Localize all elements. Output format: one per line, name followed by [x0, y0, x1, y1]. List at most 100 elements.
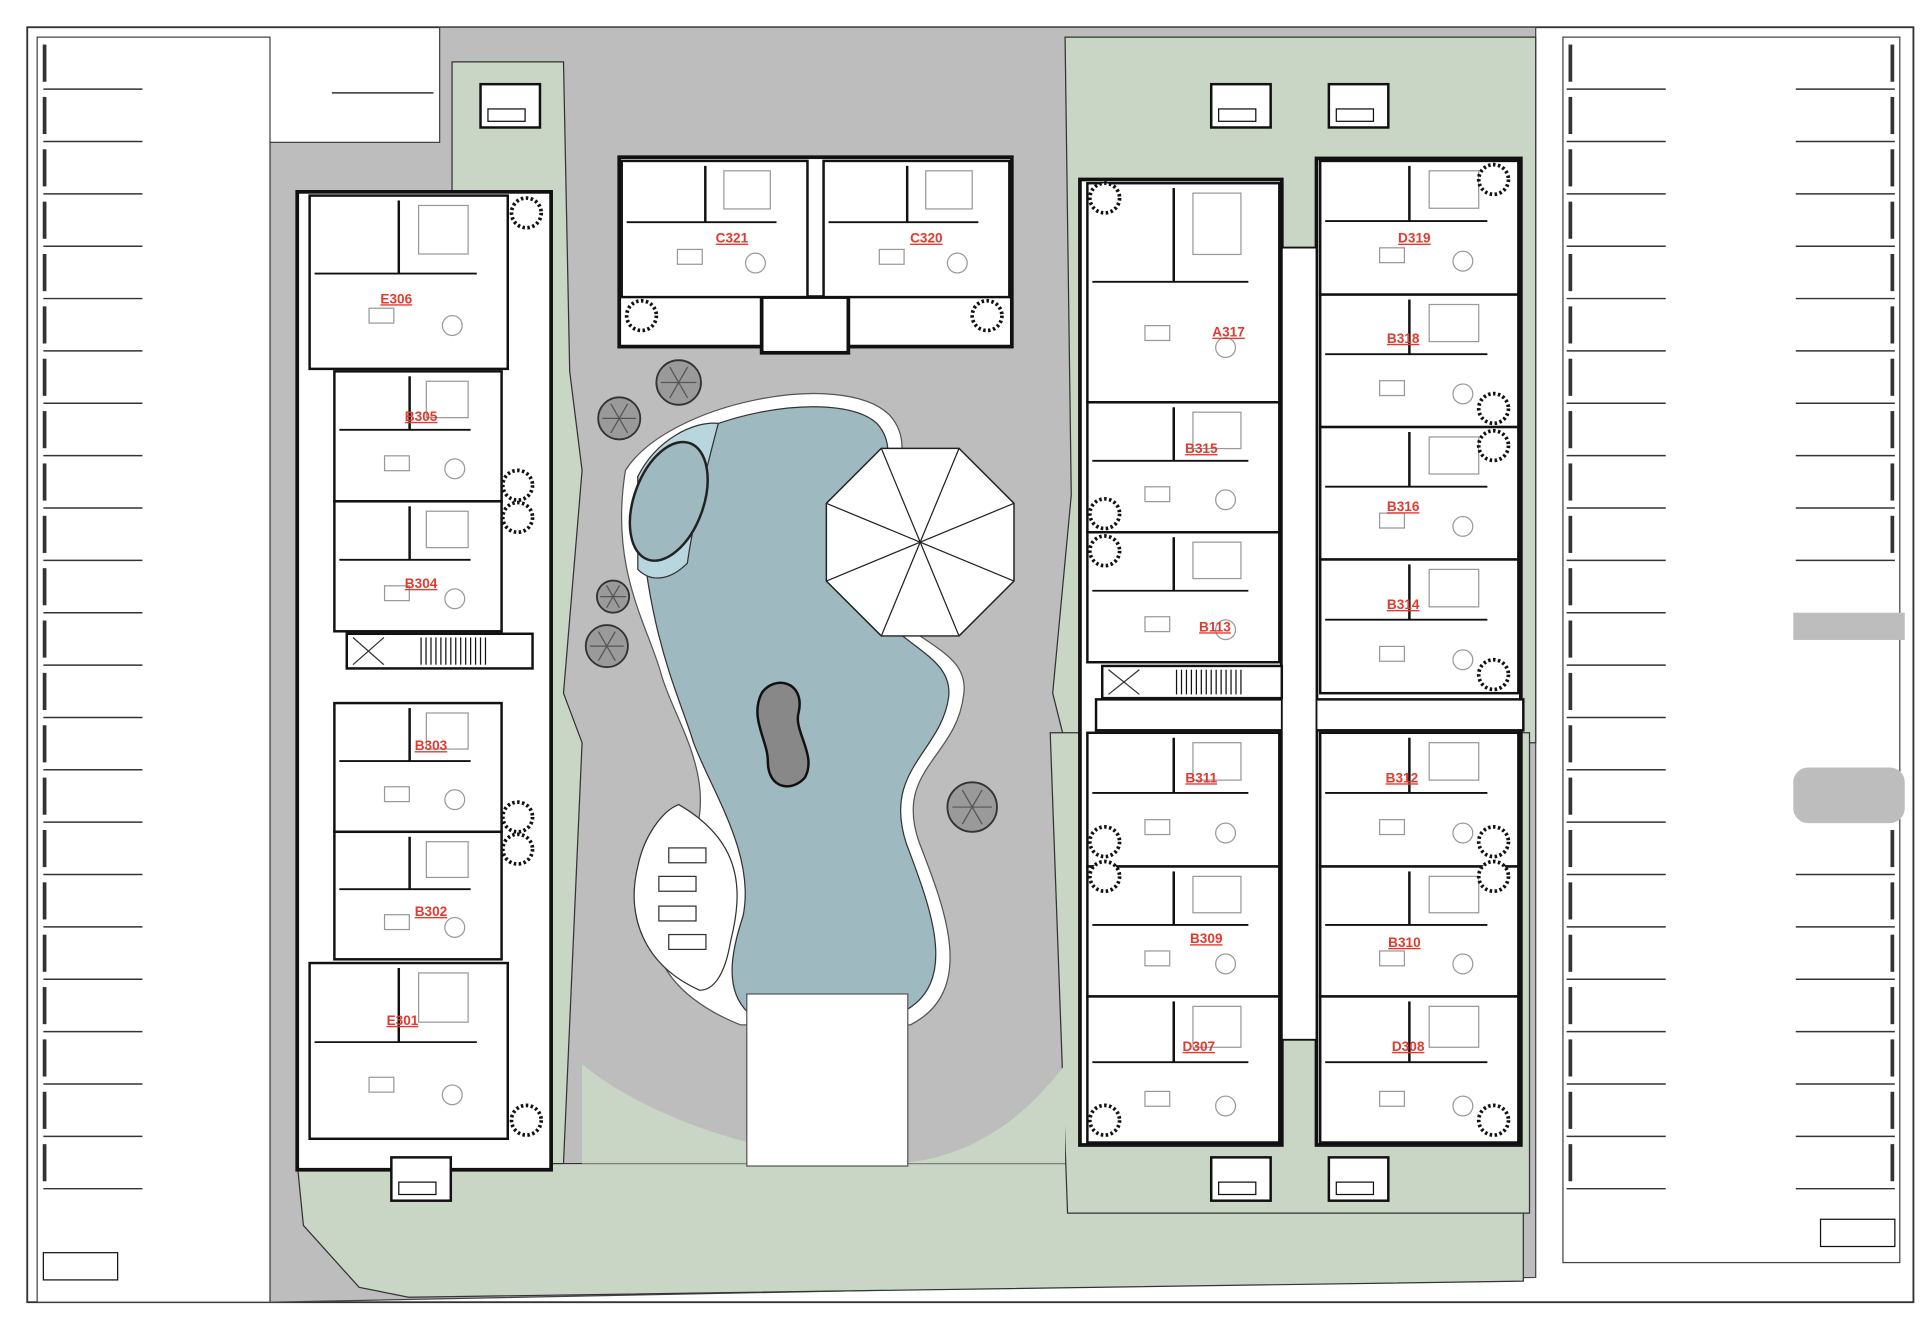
- chair: [1452, 649, 1474, 671]
- unit-label-d319: D319: [1398, 231, 1431, 246]
- north-lift-core: [759, 295, 851, 355]
- unit-label-c321: C321: [716, 231, 749, 246]
- unit-label-b303: B303: [415, 738, 448, 753]
- chair: [1215, 336, 1237, 359]
- parking-left: [36, 36, 271, 1303]
- chair: [441, 315, 463, 337]
- unit-label-b318: B318: [1387, 331, 1420, 346]
- bed: [1428, 875, 1480, 914]
- dining-table: [368, 307, 395, 324]
- dining-table: [1144, 819, 1171, 836]
- dining-table: [878, 248, 905, 265]
- bed: [1428, 170, 1480, 209]
- chair: [1215, 619, 1237, 641]
- bed: [425, 841, 469, 879]
- unit-label-b314: B314: [1387, 597, 1420, 612]
- bin-icon: [398, 1181, 437, 1196]
- unit-label-a317: A317: [1212, 325, 1245, 340]
- planter-icon: [1087, 496, 1122, 531]
- chair: [1452, 953, 1474, 975]
- bed: [723, 170, 771, 210]
- dining-table: [1379, 819, 1406, 836]
- chair: [444, 588, 466, 610]
- dining-table: [383, 585, 410, 602]
- bin-icon: [1335, 108, 1375, 122]
- dining-table: [1379, 247, 1406, 264]
- chair: [1452, 515, 1474, 537]
- planter-icon: [500, 832, 535, 866]
- unit-label-b310: B310: [1388, 935, 1421, 950]
- unit-label-e306: E306: [380, 291, 412, 306]
- unit-room: [308, 194, 510, 371]
- bed: [417, 204, 469, 255]
- umbrella-ribs: [826, 448, 1015, 637]
- dining-table: [368, 1076, 395, 1093]
- planter-icon: [624, 298, 659, 333]
- unit-label-b113: B113: [1199, 619, 1231, 634]
- bed: [1192, 875, 1242, 914]
- planter-icon: [1087, 859, 1122, 894]
- chair: [946, 252, 968, 274]
- bed: [1192, 742, 1242, 781]
- unit-label-b311: B311: [1185, 770, 1217, 785]
- dining-table: [1379, 950, 1406, 967]
- planter-icon: [1476, 825, 1511, 859]
- parking-island: [1793, 612, 1905, 640]
- unit-room: [333, 701, 503, 834]
- planter-icon: [970, 298, 1004, 333]
- bin-icon: [1218, 1181, 1257, 1196]
- parking-island: [1793, 767, 1905, 824]
- dining-table: [676, 248, 703, 265]
- unit-label-d307: D307: [1183, 1039, 1216, 1054]
- planter-icon: [500, 800, 535, 834]
- bin-store: [1327, 82, 1390, 129]
- dining-table: [383, 786, 410, 803]
- planter-icon: [1476, 859, 1511, 894]
- planter-icon: [1476, 391, 1511, 426]
- planter-icon: [1476, 1103, 1511, 1137]
- dining-table: [1379, 645, 1406, 662]
- bed: [425, 510, 469, 549]
- unit-label-c320: C320: [910, 231, 943, 246]
- unit-room: [1086, 531, 1281, 664]
- bin-store: [1209, 82, 1272, 129]
- bin-stores: [390, 82, 1390, 1202]
- pool-area: [584, 359, 1015, 1167]
- bed: [1428, 436, 1480, 475]
- east-corridor: [1280, 246, 1318, 1041]
- dining-table: [1144, 950, 1171, 967]
- bed: [925, 170, 973, 210]
- chair: [441, 1084, 463, 1106]
- trees: [584, 359, 998, 833]
- pool-pavilion: [746, 993, 909, 1167]
- unit-label-d308: D308: [1392, 1039, 1425, 1054]
- planter-icon: [1087, 534, 1122, 568]
- bin-store: [390, 1156, 453, 1202]
- bike-rack: [1819, 1218, 1896, 1248]
- dining-table: [1144, 324, 1171, 342]
- dining-table: [1144, 1090, 1171, 1107]
- planter-icon: [509, 1103, 544, 1137]
- unit-room: [822, 159, 1011, 299]
- chair: [744, 252, 766, 274]
- unit-label-b305: B305: [405, 409, 438, 424]
- unit-label-e301: E301: [387, 1013, 419, 1028]
- chair: [1452, 822, 1474, 844]
- unit-label-b302: B302: [415, 904, 448, 919]
- dining-table: [383, 455, 410, 472]
- stair-core: [345, 632, 534, 670]
- sun-loungers: [658, 847, 707, 951]
- chair: [1452, 1095, 1474, 1117]
- unit-room: [333, 830, 503, 961]
- planter-icon: [509, 196, 544, 230]
- dining-table: [1144, 486, 1171, 503]
- unit-room: [1086, 731, 1281, 868]
- unit-room: [333, 370, 503, 503]
- sun-deck: [633, 803, 738, 991]
- bed: [1192, 192, 1242, 256]
- bed: [1192, 541, 1242, 580]
- chair: [1215, 489, 1237, 511]
- bike-rack: [42, 1252, 119, 1281]
